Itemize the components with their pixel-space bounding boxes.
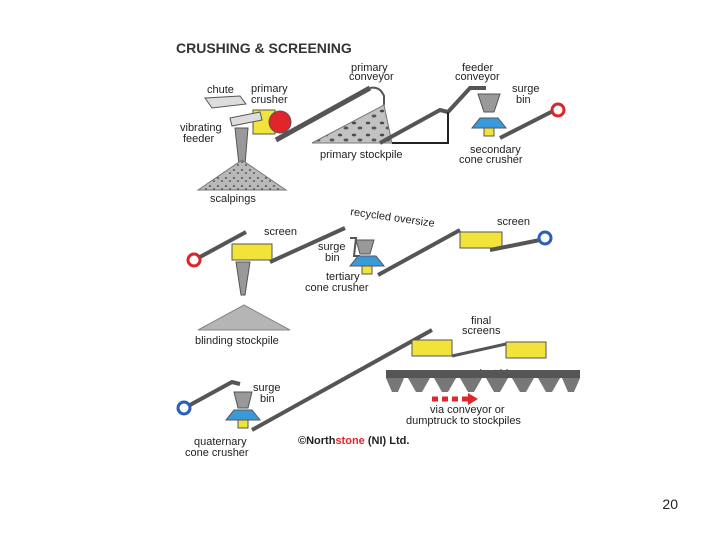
label-surge-bin-1b: bin [516,94,531,106]
label-feeder-conveyor-2: conveyor [455,71,500,83]
label-feeder-conveyor-1: feeder [462,62,494,74]
label-surge-bin-2a: surge [318,241,346,253]
recycle-chute [350,237,360,257]
secondary-crusher-motor [483,127,495,137]
product-bins [386,370,580,392]
label-blinding-stockpile: blinding stockpile [195,335,279,347]
reclaim-conveyor [379,107,449,145]
label-primary-conveyor-2: conveyor [349,71,394,83]
label-recycled-oversize: recycled oversize [350,206,436,230]
vibrating-feeder [229,111,263,127]
primary-crusher-wheel [268,110,292,134]
label-screen-2: screen [497,216,530,228]
red-arrow-marker-icon [186,252,202,268]
label-surge-bin-3b: bin [260,393,275,405]
copyright-line: ©Northstone (NI) Ltd. [298,435,409,447]
label-primary-crusher-1: primary [251,83,288,95]
screen-2 [459,231,503,249]
label-secondary-1: secondary [470,144,521,156]
surge-bin-1 [477,93,501,113]
tertiary-crusher-motor [361,265,373,275]
surge-bin-3 [233,391,253,409]
blue-arrow-marker-icon [537,230,553,246]
label-final-screens-1: final [471,315,491,327]
final-screen-1 [411,339,453,357]
surge-bin-2 [355,239,375,255]
diagram-title: CRUSHING & SCREENING [176,40,352,56]
feeder-conveyor [446,86,486,114]
label-primary-crusher-2: crusher [251,94,288,106]
blinding-chute [235,261,251,296]
brand-north: North [306,435,336,447]
label-scalpings: scalpings [210,193,256,205]
scalpings-chute [234,127,249,166]
final-screen-2 [505,341,547,359]
label-secondary-2: cone crusher [459,154,523,166]
red-arrow-marker-icon [550,102,566,118]
page-number: 20 [662,496,678,512]
label-via-conveyor-1: via conveyor or [430,404,505,416]
tertiary-cone-crusher [348,255,386,267]
label-surge-bin-3a: surge [253,382,281,394]
inter-screen-conveyor [451,342,507,358]
quaternary-infeed-conveyor [189,379,241,407]
screen-2-infeed-conveyor [377,228,461,277]
secondary-cone-crusher [470,117,508,129]
conveyor-head [369,86,385,105]
blinding-stockpile [197,304,291,331]
quaternary-cone-crusher [224,409,262,421]
label-quaternary-2: cone crusher [185,447,249,459]
final-screen-conveyor [251,328,433,432]
label-via-conveyor-2: dumptruck to stockpiles [406,415,521,427]
scalpings-pile [196,159,288,191]
screen-1 [231,243,273,261]
label-vibrating-feeder-1: vibrating [180,122,222,134]
label-quaternary-1: quaternary [194,436,247,448]
label-surge-bin-1a: surge [512,83,540,95]
label-vibrating-feeder-2: feeder [183,133,215,145]
screen-infeed-conveyor [199,230,247,259]
label-primary-conveyor-1: primary [351,62,388,74]
brand-stone: stone [335,435,364,447]
tunnel [392,112,449,144]
label-chute: chute [207,84,234,96]
brand-suffix: (NI) Ltd. [365,435,410,447]
primary-stockpile [311,104,393,144]
tertiary-infeed-conveyor [269,226,346,264]
label-tertiary-1: tertiary [326,271,360,283]
screen-2-outfeed-conveyor [489,238,541,252]
label-primary-stockpile: primary stockpile [320,149,403,161]
label-screen-1: screen [264,226,297,238]
copyright-symbol: © [298,435,306,447]
dashed-red-arrow-icon [432,393,478,405]
quaternary-crusher-motor [237,419,249,429]
blue-arrow-marker-icon [176,400,192,416]
label-final-screens-2: screens [462,325,501,337]
secondary-outfeed-conveyor [499,108,556,140]
label-tertiary-2: cone crusher [305,282,369,294]
label-surge-bin-2b: bin [325,252,340,264]
chute [204,95,247,109]
primary-conveyor [274,85,372,143]
